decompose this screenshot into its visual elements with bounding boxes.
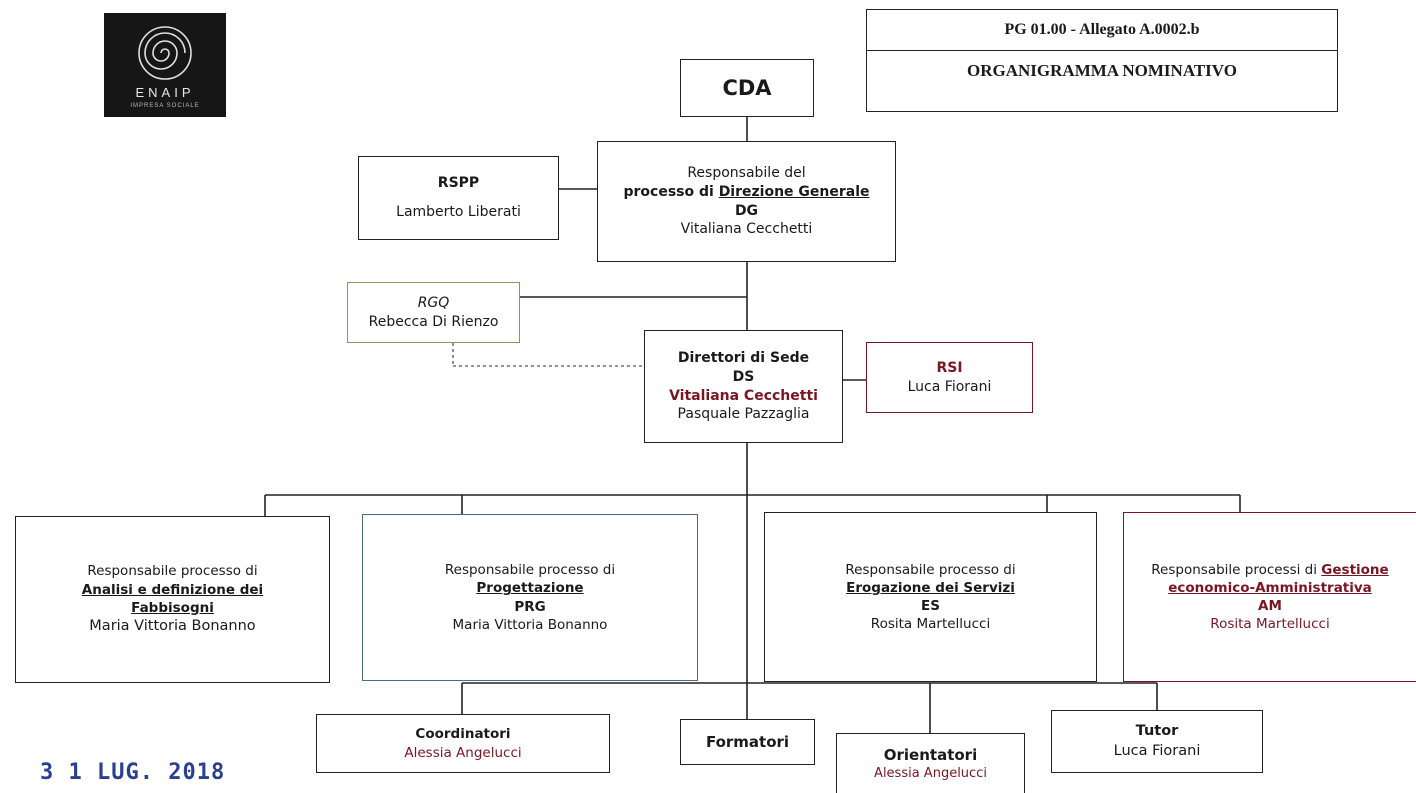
ds-code: DS [732,368,755,385]
gestione-code: AM [1258,598,1282,614]
tutor-box: Tutor Luca Fiorani [1051,710,1263,773]
date-stamp: 3 1 LUG. 2018 [40,760,226,785]
erogazione-box: Responsabile processo di Erogazione dei … [764,512,1097,682]
spiral-logo-icon [138,26,192,80]
ds-name2: Pasquale Pazzaglia [677,406,810,423]
gestione-line2: economico-Amministrativa [1168,579,1372,596]
gestione-box: Responsabile processi di Gestione econom… [1123,512,1416,682]
rspp-box: RSPP Lamberto Liberati [358,156,559,240]
document-code: PG 01.00 - Allegato A.0002.b [867,10,1337,51]
coordinatori-name: Alessia Angelucci [404,744,522,761]
logo-tagline: IMPRESA SOCIALE [130,103,200,109]
orientatori-name: Alessia Angelucci [874,765,987,781]
cda-box: CDA [680,59,814,117]
tutor-role: Tutor [1135,722,1179,739]
dg-code: DG [734,202,759,219]
progettazione-name: Maria Vittoria Bonanno [452,616,608,633]
rsi-box: RSI Luca Fiorani [866,342,1033,413]
rsi-role: RSI [936,359,963,376]
analisi-box: Responsabile processo di Analisi e defin… [15,516,330,683]
formatori-box: Formatori [680,719,815,765]
ds-title: Direttori di Sede [677,349,810,366]
dg-name: Vitaliana Cecchetti [680,221,813,238]
gestione-name: Rosita Martellucci [1210,616,1330,633]
erogazione-line1: Responsabile processo di [845,561,1016,578]
cda-label: CDA [722,75,772,100]
erogazione-name: Rosita Martellucci [870,616,991,633]
ds-box: Direttori di Sede DS Vitaliana Cecchetti… [644,330,843,443]
document-title: ORGANIGRAMMA NOMINATIVO [967,61,1237,80]
progettazione-code: PRG [514,598,546,615]
progettazione-line1: Responsabile processo di [444,562,616,579]
dg-line2-prefix: processo di [623,183,719,200]
orientatori-box: Orientatori Alessia Angelucci [836,733,1025,793]
rspp-role: RSPP [437,175,480,192]
gestione-line1-prefix: Responsabile processi di [1151,561,1322,578]
rgq-name: Rebecca Di Rienzo [368,313,499,330]
rsi-name: Luca Fiorani [907,378,992,395]
analisi-line1: Responsabile processo di [87,563,258,580]
orientatori-role: Orientatori [883,745,978,764]
logo-brand: ENAIP [135,85,195,100]
coordinatori-role: Coordinatori [415,726,511,743]
progettazione-box: Responsabile processo di Progettazione P… [362,514,698,681]
rspp-name: Lamberto Liberati [396,204,521,220]
coordinatori-box: Coordinatori Alessia Angelucci [316,714,610,773]
rgq-role: RGQ [417,294,450,311]
erogazione-line2: Erogazione dei Servizi [846,579,1015,596]
formatori-role: Formatori [705,732,790,751]
analisi-line2: Analisi e definizione dei [81,581,264,598]
analisi-line3: Fabbisogni [131,599,214,616]
analisi-name: Maria Vittoria Bonanno [89,618,256,635]
tutor-name: Luca Fiorani [1113,742,1201,759]
enaip-logo: ENAIP IMPRESA SOCIALE [104,13,226,117]
dg-box: Responsabile del processo di Direzione G… [597,141,896,262]
dg-line1: Responsabile del [687,164,806,181]
gestione-line1-emph: Gestione [1321,561,1389,578]
document-header: PG 01.00 - Allegato A.0002.b ORGANIGRAMM… [866,9,1338,112]
rgq-box: RGQ Rebecca Di Rienzo [347,282,520,343]
erogazione-code: ES [921,598,940,614]
progettazione-line2: Progettazione [476,580,584,597]
ds-name1: Vitaliana Cecchetti [669,387,818,404]
dg-line2-emph: Direzione Generale [718,183,870,200]
